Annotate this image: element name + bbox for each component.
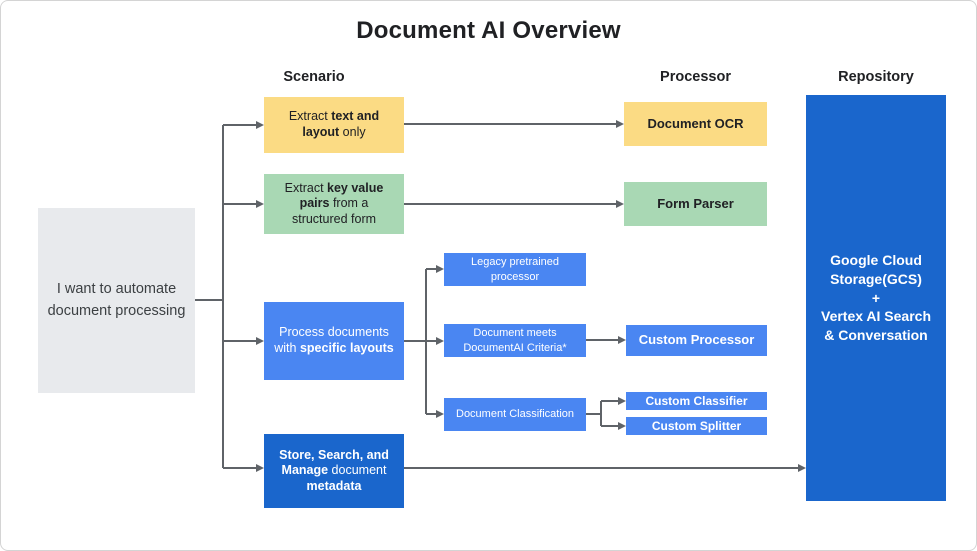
column-header-processor: Processor [660, 69, 731, 85]
scenario-text-bold: Store, Search, and Manage [279, 447, 389, 478]
subbox-text: Document Classification [456, 408, 574, 421]
processor-label: Custom Classifier [645, 393, 748, 408]
scenario-text-part: from a structured form [291, 196, 377, 226]
subbox-document-meets-criteria: Document meets DocumentAI Criteria* [444, 324, 586, 357]
scenario-text-bold: metadata [306, 478, 362, 493]
scenario-text: Process documents with specific layouts [274, 325, 394, 356]
main-trunk [195, 121, 264, 472]
processor-custom-splitter: Custom Splitter [626, 417, 767, 435]
classification-branch [586, 397, 626, 430]
diagram-title: Document AI Overview [356, 17, 621, 44]
repository-box: Google Cloud Storage(GCS) + Vertex AI Se… [806, 95, 946, 501]
subbox-text: Document meets DocumentAI Criteria* [463, 327, 567, 354]
column-header-scenario: Scenario [283, 69, 345, 85]
scenario-text-bold: text and layout [302, 109, 380, 139]
scenario-text: Store, Search, and Manage document metad… [274, 448, 394, 495]
repository-line-gcs: Google Cloud Storage(GCS) [830, 251, 922, 287]
scenario-text-part: document [328, 463, 387, 478]
scenario-specific-layouts: Process documents with specific layouts [264, 302, 404, 380]
scenario-store-search-manage: Store, Search, and Manage document metad… [264, 434, 404, 508]
scenario-text-part: only [339, 125, 366, 139]
subbox-document-classification: Document Classification [444, 398, 586, 431]
scenario-text-part: Process documents with [274, 325, 389, 355]
scenario-text-bold: key value pairs [299, 180, 384, 211]
subbox-legacy-pretrained: Legacy pretrained processor [444, 253, 586, 286]
scenario-extract-text-layout: Extract text and layout only [264, 97, 404, 153]
processor-form-parser: Form Parser [624, 182, 767, 226]
scenario-text: Extract text and layout only [274, 109, 394, 140]
repository-line-vertex: Vertex AI Search & Conversation [821, 308, 931, 344]
scenario-extract-key-value: Extract key value pairs from a structure… [264, 174, 404, 234]
processor-label: Form Parser [657, 195, 734, 211]
processor-custom-classifier: Custom Classifier [626, 392, 767, 410]
scenario-to-processor-arrows [404, 120, 624, 208]
processor-label: Custom Splitter [651, 418, 742, 433]
processor-custom-processor: Custom Processor [626, 325, 767, 356]
processor-label: Custom Processor [638, 332, 755, 348]
column-header-repository: Repository [838, 69, 914, 85]
start-box-text: I want to automate document processing [47, 281, 186, 319]
scenario-text-part: Extract [288, 109, 332, 124]
repository-plus: + [871, 289, 881, 306]
scenario-text: Extract key value pairs from a structure… [274, 181, 394, 228]
processor-document-ocr: Document OCR [624, 102, 767, 146]
processor-label: Document OCR [647, 115, 744, 131]
subbox-text: Legacy pretrained processor [470, 256, 560, 283]
start-box: I want to automate document processing [38, 208, 195, 393]
specific-layouts-branch [404, 265, 444, 418]
scenario-text-bold: specific layouts [299, 341, 394, 355]
scenario-text-part: Extract [284, 180, 328, 195]
